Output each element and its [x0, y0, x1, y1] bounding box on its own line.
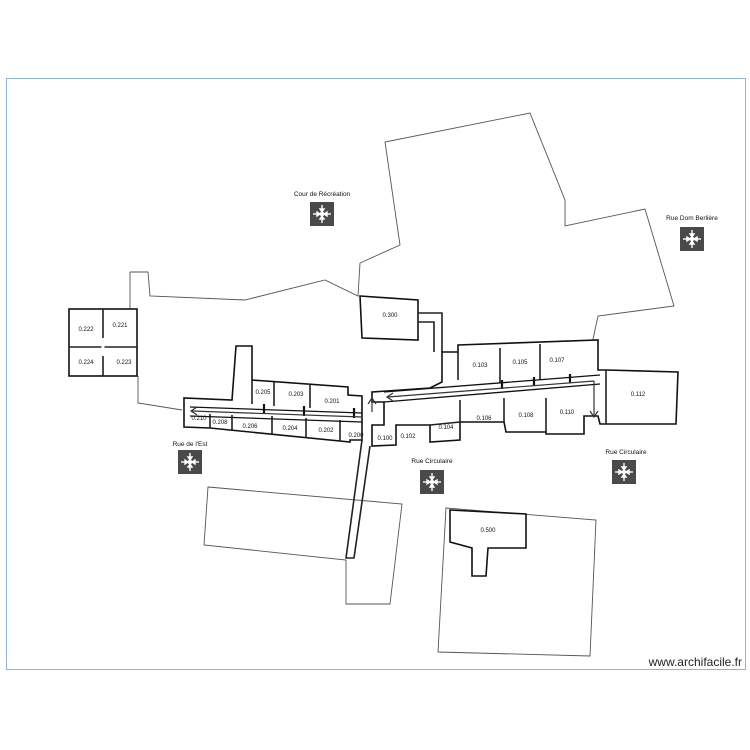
building-west [68, 308, 138, 377]
room-0200: 0.200 [348, 433, 364, 439]
label-rue-de-l-est: Rue de l'Est [173, 441, 208, 448]
assembly-point-icon [680, 227, 704, 251]
room-0203: 0.203 [288, 392, 304, 398]
room-0224: 0.224 [78, 360, 94, 366]
west-wing [183, 345, 377, 443]
room-0204: 0.204 [282, 426, 298, 432]
room-0112: 0.112 [631, 392, 646, 398]
watermark: www.archifacile.fr [648, 655, 742, 669]
room-0107: 0.107 [549, 358, 565, 364]
room-0105: 0.105 [512, 360, 528, 366]
room-0206: 0.206 [242, 424, 258, 430]
room-0300-block [359, 295, 443, 352]
room-0108: 0.108 [518, 413, 534, 419]
south-passage [345, 439, 371, 559]
room-0500: 0.500 [480, 528, 496, 534]
label-cour-recreation: Cour de Récréation [294, 191, 351, 198]
room-0205: 0.205 [255, 390, 271, 396]
label-rue-circulaire-1: Rue Circulaire [411, 458, 453, 465]
room-0100: 0.100 [377, 436, 393, 442]
room-0110: 0.110 [560, 410, 575, 416]
room-0106: 0.106 [476, 416, 492, 422]
label-rue-circulaire-2: Rue Circulaire [605, 449, 647, 456]
building-0500 [449, 509, 527, 577]
room-0103: 0.103 [472, 363, 488, 369]
assembly-point-icon [612, 460, 636, 484]
assembly-point-icon [178, 450, 202, 474]
room-0208: 0.208 [212, 420, 228, 426]
assembly-point-icon [420, 470, 444, 494]
room-0201: 0.201 [324, 399, 340, 405]
room-0222: 0.222 [78, 327, 94, 333]
room-0223: 0.223 [116, 360, 132, 366]
plan-frame [6, 78, 746, 670]
room-0221: 0.221 [112, 323, 128, 329]
label-rue-dom-berliere: Rue Dom Berlière [666, 215, 718, 222]
assembly-point-icon [310, 202, 334, 226]
room-0102: 0.102 [400, 434, 416, 440]
room-0202: 0.202 [318, 428, 334, 434]
room-0210: 0.210 [191, 416, 207, 422]
east-wing [371, 339, 679, 447]
room-0104: 0.104 [438, 425, 454, 431]
room-0300: 0.300 [382, 313, 398, 319]
site-outlines [129, 112, 675, 657]
